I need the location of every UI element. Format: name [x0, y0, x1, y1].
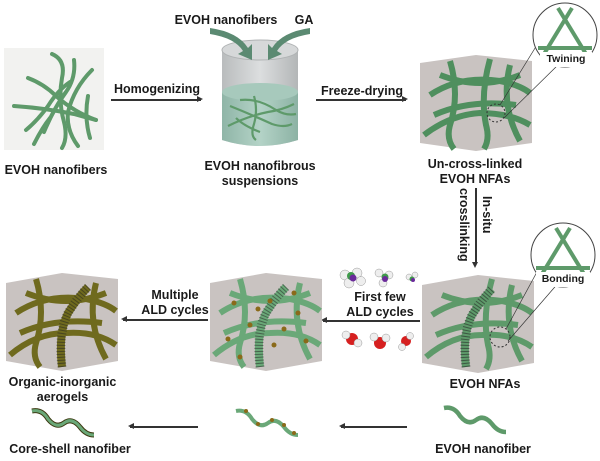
label-core-shell: Core-shell nanofiber	[9, 442, 131, 456]
arrow-freeze-drying	[316, 96, 408, 102]
label-uncrosslinked-line1: Un-cross-linked	[427, 157, 523, 171]
arrow-partially-coated	[339, 423, 407, 429]
bonding-inset	[530, 222, 596, 288]
tma-molecule-icon	[405, 271, 419, 282]
label-suspension-line1: EVOH nanofibrous	[204, 159, 316, 173]
tma-molecule-icon	[374, 268, 394, 288]
label-freeze-drying: Freeze-drying	[321, 84, 403, 98]
uncrosslinked-nfa-image	[420, 39, 561, 151]
partially-coated-nfa-image	[210, 273, 322, 371]
evoh-nanofibers-image	[4, 48, 104, 150]
label-input-ga: GA	[294, 13, 314, 27]
tma-molecule-icon	[339, 267, 366, 289]
partially-coated-nanofiber-image	[235, 408, 299, 437]
arrow-homogenizing	[111, 96, 203, 102]
label-uncrosslinked: Un-cross-linked EVOH NFAs	[400, 157, 550, 187]
label-suspension-line2: suspensions	[221, 174, 299, 188]
label-input-evoh-nanofibers: EVOH nanofibers	[174, 13, 278, 27]
water-molecules	[341, 330, 414, 351]
suspension-container	[210, 28, 310, 146]
label-multiple-cycles: Multiple ALD cycles	[135, 288, 215, 318]
organic-inorganic-aerogel-image	[6, 273, 118, 371]
arrow-core-shell	[128, 423, 198, 429]
label-organic-line1: Organic-inorganic	[8, 375, 117, 389]
arrow-insitu-crosslinking	[472, 188, 478, 268]
evoh-nfa-image	[422, 258, 561, 373]
label-evoh-nanofibers: EVOH nanofibers	[4, 163, 108, 177]
water-molecule-icon	[341, 330, 363, 348]
label-crosslinking: crosslinking	[457, 188, 471, 262]
label-organic-inorganic: Organic-inorganic aerogels	[0, 375, 125, 405]
label-organic-line2: aerogels	[36, 390, 89, 404]
label-suspension: EVOH nanofibrous suspensions	[180, 159, 340, 189]
water-molecule-icon	[369, 332, 391, 349]
label-evoh-nanofiber: EVOH nanofiber	[435, 442, 531, 456]
precursor-molecules	[339, 267, 419, 289]
water-molecule-icon	[398, 332, 414, 351]
label-twining: Twining	[540, 52, 592, 67]
evoh-nanofiber-image	[443, 405, 507, 435]
input-arrow-icons	[210, 28, 310, 60]
label-multiple-line2: ALD cycles	[141, 303, 209, 317]
label-homogenizing: Homogenizing	[113, 82, 201, 96]
label-first-few-line2: ALD cycles	[346, 305, 414, 319]
label-evoh-nfas: EVOH NFAs	[449, 377, 521, 391]
core-shell-nanofiber-image	[31, 408, 95, 438]
label-first-few-cycles: First few ALD cycles	[330, 290, 430, 320]
label-bonding: Bonding	[536, 272, 590, 287]
label-multiple-line1: Multiple	[151, 288, 199, 302]
twining-inset	[532, 2, 598, 68]
arrow-multiple-ald	[121, 316, 208, 322]
label-insitu: In-situ	[480, 196, 494, 234]
label-first-few-line1: First few	[354, 290, 406, 304]
arrow-first-few-ald	[321, 317, 420, 323]
label-uncrosslinked-line2: EVOH NFAs	[439, 172, 511, 186]
